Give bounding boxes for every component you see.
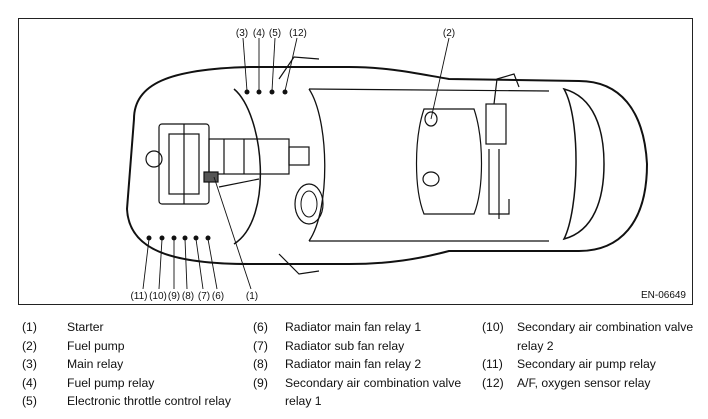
legend-text: Secondary air pump relay [517, 357, 656, 372]
legend-number: (9) [253, 375, 268, 390]
callout-4: (4) [253, 28, 265, 39]
gear-console [294, 183, 324, 225]
legend-item: (11) Secondary air pump relay [482, 355, 707, 374]
callout-9: (9) [168, 291, 180, 302]
legend-item: (5) Electronic throttle control relay [22, 392, 257, 411]
relay-dots-bottom [146, 235, 211, 241]
figure-code: EN-06649 [640, 290, 686, 301]
engine-assembly [145, 123, 310, 205]
legend-number: (10) [482, 320, 504, 334]
legend-number: (1) [22, 320, 37, 334]
legend-item: (12) A/F, oxygen sensor relay [482, 374, 707, 393]
legend-number: (5) [22, 394, 37, 409]
leader-lines [142, 37, 450, 290]
legend-item: (3) Main relay [22, 355, 257, 374]
callout-7: (7) [198, 291, 210, 302]
legend-number: (2) [22, 338, 37, 353]
legend-number: (6) [253, 320, 268, 334]
callout-6: (6) [212, 291, 224, 302]
callout-3: (3) [236, 28, 248, 39]
legend-column-1: (1) Starter (2) Fuel pump (3) Main relay (4… [22, 318, 257, 411]
legend-item: (4) Fuel pump relay [22, 374, 257, 393]
cabin-line-top [308, 88, 550, 92]
car-body-outline [125, 66, 649, 265]
front-windshield [233, 88, 261, 245]
cabin-line-front [308, 88, 326, 242]
callout-8: (8) [182, 291, 194, 302]
legend-text: Secondary air combination valve relay 2 [517, 320, 694, 353]
callout-11: (11) [130, 291, 147, 302]
legend-text: Radiator sub fan relay [285, 338, 405, 353]
legend-number: (4) [22, 375, 37, 390]
legend-item: (1) Starter [22, 318, 257, 337]
callout-5: (5) [269, 28, 281, 39]
legend-text: Radiator main fan relay 2 [285, 357, 422, 372]
mirror-top [278, 56, 320, 80]
fuel-tank-assembly [415, 73, 520, 219]
legend-item: (8) Radiator main fan relay 2 [253, 355, 470, 374]
callout-12: (12) [289, 28, 307, 39]
relay-dots-top [244, 89, 288, 95]
callout-10: (10) [149, 291, 167, 302]
legend-text: Main relay [67, 357, 124, 372]
legend-text: Electronic throttle control relay [67, 394, 231, 409]
rear-window [562, 87, 605, 241]
callout-1: (1) [246, 291, 258, 302]
legend-text: A/F, oxygen sensor relay [517, 375, 651, 390]
mirror-bottom [278, 253, 320, 275]
legend-text: Secondary air combination valve relay 1 [285, 375, 462, 409]
legend-number: (8) [253, 357, 268, 372]
legend-item: (2) Fuel pump [22, 337, 257, 356]
legend-number: (12) [482, 375, 504, 390]
legend-item: (10) Secondary air combination valve rela… [482, 318, 707, 355]
legend-number: (11) [482, 357, 503, 372]
legend-item: (6) Radiator main fan relay 1 [253, 318, 470, 337]
legend-column-2: (6) Radiator main fan relay 1 (7) Radiator… [253, 318, 470, 411]
legend-column-3: (10) Secondary air combination valve rela… [482, 318, 707, 392]
legend-text: Starter [67, 320, 104, 334]
callout-2: (2) [443, 28, 455, 39]
legend-number: (3) [22, 357, 37, 372]
legend-item: (9) Secondary air combination valve relay… [253, 374, 470, 411]
legend-text: Fuel pump [67, 338, 125, 353]
legend-text: Fuel pump relay [67, 375, 155, 390]
vehicle-diagram-frame: (3) (4) (5) (12) (2) (11) (10) (9) (8) (… [18, 18, 693, 305]
legend-text: Radiator main fan relay 1 [285, 320, 422, 334]
vehicle-diagram: (3) (4) (5) (12) (2) (11) (10) (9) (8) (… [125, 28, 649, 302]
legend-number: (7) [253, 338, 268, 353]
legend-item: (7) Radiator sub fan relay [253, 337, 470, 356]
